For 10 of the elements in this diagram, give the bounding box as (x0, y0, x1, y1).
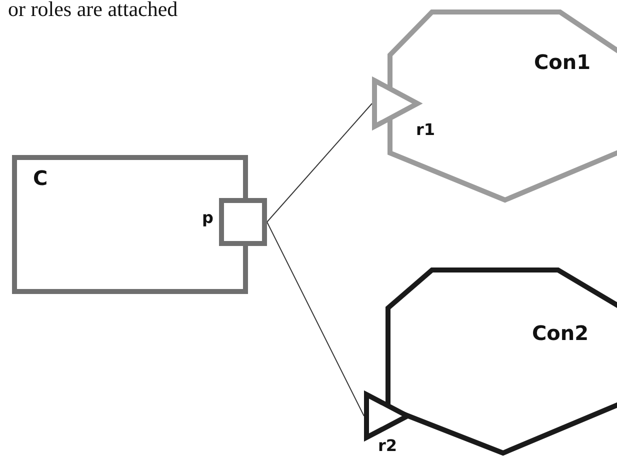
component-name: Con1 (534, 50, 591, 74)
caption-text: or roles are attached (8, 0, 178, 22)
role-name: r1 (416, 120, 436, 139)
component-box (12, 155, 248, 294)
connector-line (266, 222, 364, 416)
role-name: r2 (378, 436, 398, 455)
component-name: C (33, 166, 48, 190)
component-name: Con2 (532, 321, 589, 345)
port-name: p (202, 208, 214, 227)
connector-line (266, 103, 372, 222)
